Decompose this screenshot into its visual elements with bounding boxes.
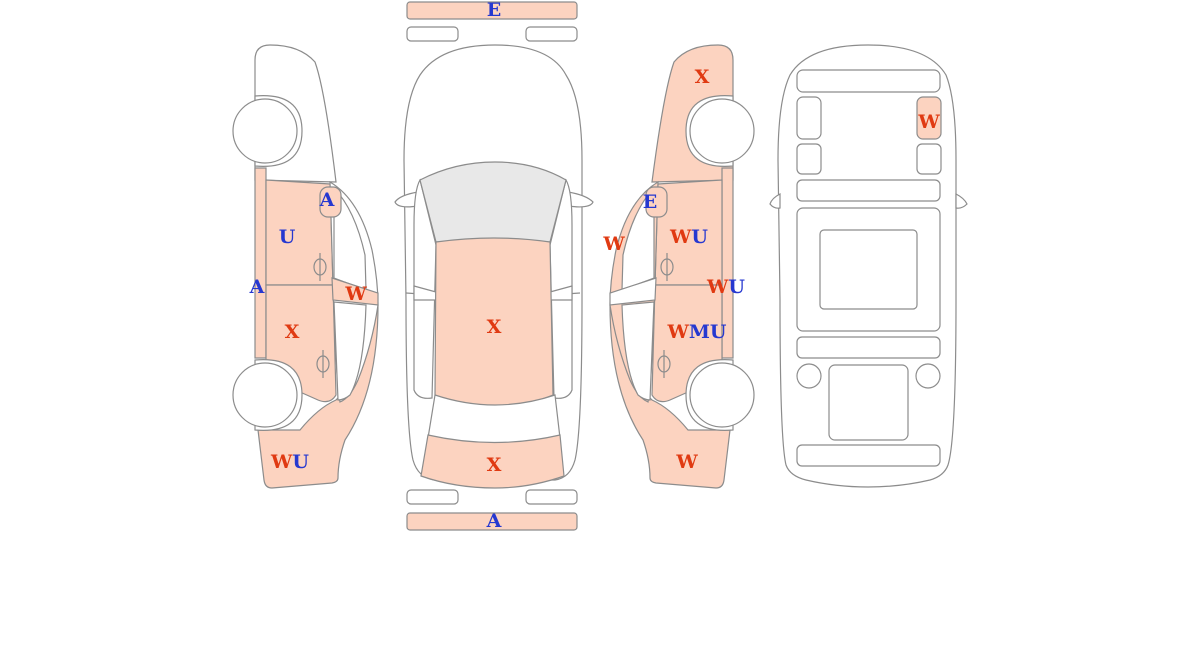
damage-code: U — [710, 321, 727, 343]
rear-right-tail-light — [525, 489, 578, 505]
right-front-door-handle-icon — [660, 253, 674, 281]
damage-code: X — [487, 454, 502, 476]
mark-left-front-door-glass: W — [344, 283, 367, 305]
mark-rear-bumper: A — [486, 510, 502, 532]
front-bumper[interactable] — [406, 1, 578, 20]
damage-code: A — [486, 510, 502, 532]
left-rocker-panel[interactable] — [254, 167, 267, 359]
damage-code: W — [675, 451, 698, 473]
center-console[interactable] — [819, 229, 918, 310]
damage-code: U — [292, 451, 309, 473]
damage-code: E — [487, 0, 501, 21]
driver-seat-upper[interactable] — [796, 96, 822, 140]
left-rear-door-handle-icon — [316, 350, 330, 378]
damage-code: W — [667, 321, 690, 343]
mark-left-rocker: A — [249, 276, 265, 298]
dashboard-panel[interactable] — [796, 69, 941, 93]
damage-code: A — [249, 276, 265, 298]
interior-left-mirror — [769, 193, 781, 209]
right-front-wheel[interactable] — [689, 98, 755, 164]
damage-code: W — [602, 233, 625, 255]
left-rear-window[interactable] — [333, 301, 367, 401]
mark-front-bumper: E — [487, 0, 501, 21]
right-rear-wheel[interactable] — [689, 362, 755, 428]
rear-right-speaker-icon — [915, 363, 941, 389]
mark-right-fuel-lid: E — [643, 191, 657, 213]
left-front-wheel[interactable] — [232, 98, 298, 164]
rear-bumper[interactable] — [406, 512, 578, 531]
left-fuel-lid[interactable] — [319, 186, 342, 218]
right-fuel-lid[interactable] — [645, 186, 668, 218]
damage-code: E — [643, 191, 657, 213]
right-rear-window[interactable] — [621, 301, 655, 401]
mark-right-front-door: WU — [669, 226, 708, 248]
left-front-door-glass[interactable] — [331, 277, 379, 306]
damage-code-marks: E A X X A U A W X WU X E W WU WU WMU W W — [249, 0, 941, 532]
damage-code: M — [689, 321, 710, 343]
damage-code: W — [270, 451, 293, 473]
front-seat-row[interactable] — [796, 179, 941, 202]
mark-left-fuel-lid: A — [319, 189, 335, 211]
mark-left-quarter: WU — [270, 451, 309, 473]
passenger-seat-upper[interactable] — [916, 96, 942, 140]
left-front-door-handle-icon — [313, 253, 327, 281]
interior-view — [769, 44, 968, 488]
damage-code: W — [344, 283, 367, 305]
mark-right-front-door-glass: W — [602, 233, 625, 255]
cargo-area[interactable] — [828, 364, 909, 441]
left-mirror[interactable] — [394, 191, 419, 208]
front-left-headlight — [406, 26, 459, 42]
damage-code: U — [728, 276, 745, 298]
mark-interior-seat: W — [917, 111, 940, 133]
damage-code: U — [279, 226, 296, 248]
mark-trunk-lid: X — [487, 454, 502, 476]
damage-code: X — [695, 66, 710, 88]
windshield[interactable] — [419, 161, 567, 243]
left-quarter-panel[interactable] — [257, 304, 379, 489]
mark-right-rear-door: WMU — [667, 321, 727, 343]
interior-right-mirror — [955, 193, 968, 209]
driver-seat-lower[interactable] — [796, 143, 822, 175]
front-right-headlight — [525, 26, 578, 42]
top-view — [394, 1, 594, 531]
damage-code: W — [706, 276, 729, 298]
left-side-view — [232, 44, 379, 489]
mark-right-rocker: WU — [706, 276, 745, 298]
damage-code: A — [319, 189, 335, 211]
damage-code: W — [669, 226, 692, 248]
damage-code: W — [917, 111, 940, 133]
right-mirror[interactable] — [567, 191, 594, 208]
rear-seat-row[interactable] — [796, 336, 941, 359]
damage-code: U — [691, 226, 708, 248]
left-rear-wheel[interactable] — [232, 362, 298, 428]
passenger-seat-lower[interactable] — [916, 143, 942, 175]
right-rear-door-handle-icon — [657, 350, 671, 378]
rear-left-tail-light — [406, 489, 459, 505]
right-side-view — [609, 44, 755, 489]
damage-code: X — [487, 316, 502, 338]
mark-roof: X — [487, 316, 502, 338]
trunk-lid[interactable] — [420, 434, 565, 489]
right-front-door-glass[interactable] — [609, 277, 657, 306]
rear-shelf[interactable] — [796, 444, 941, 467]
damage-code: X — [285, 321, 300, 343]
mark-right-quarter: W — [675, 451, 698, 473]
right-quarter-panel[interactable] — [609, 304, 731, 489]
rear-left-speaker-icon — [796, 363, 822, 389]
mark-left-rear-door: X — [285, 321, 300, 343]
mark-left-front-door: U — [279, 226, 296, 248]
mark-right-rear-fender: X — [695, 66, 710, 88]
